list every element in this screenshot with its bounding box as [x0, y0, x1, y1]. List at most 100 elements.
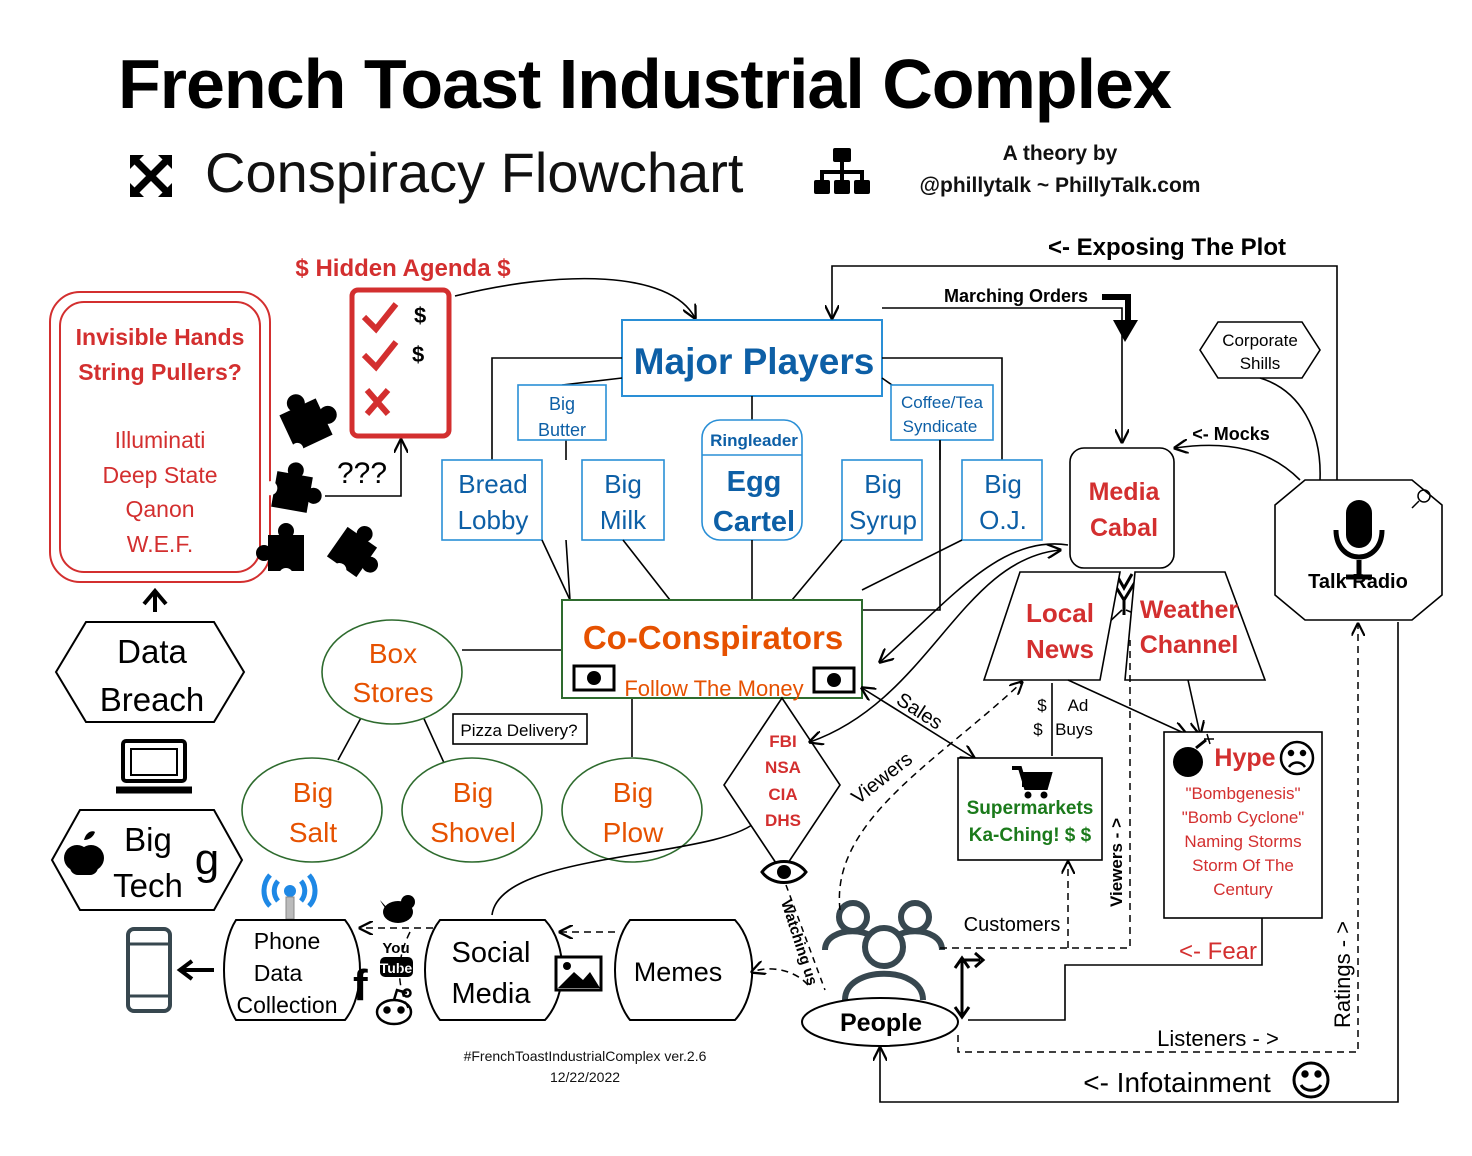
fear-label: <- Fear [1179, 938, 1257, 965]
twitter-icon [380, 895, 415, 923]
shopping-cart-icon [1012, 766, 1053, 799]
corporate-shills-label-1: Corporate [1222, 331, 1298, 350]
illuminati-label: Illuminati [115, 427, 206, 453]
social-media-label-1: Social [452, 937, 531, 969]
bracket-arrows [953, 951, 986, 1020]
bread-lobby-node [441, 459, 543, 541]
puzzle-to-agenda-arrow [325, 440, 401, 497]
byline-line-2: @phillytalk ~ PhillyTalk.com [919, 174, 1201, 197]
local-news-node [982, 571, 1121, 681]
ad-buys-dollar-2: $ [1033, 720, 1043, 739]
big-plow-label-2: Plow [603, 817, 664, 848]
hype-item-2: "Bomb Cyclone" [1182, 808, 1305, 827]
frown-icon [1279, 740, 1315, 776]
big-shovel-node [401, 757, 543, 863]
talk-radio-label: Talk Radio [1308, 571, 1408, 593]
major-players-label: Major Players [634, 341, 875, 382]
pizza-delivery-label: Pizza Delivery? [460, 721, 577, 740]
youtube-text-1: You [382, 940, 409, 957]
sales-label: Sales [892, 689, 946, 735]
viewers-label-2: Viewers - > [1107, 818, 1126, 907]
people-label: People [840, 1009, 922, 1037]
big-milk-node [581, 459, 665, 541]
hype-item-1: "Bombgenesis" [1185, 784, 1300, 803]
eye-icon [760, 860, 808, 884]
deep-state-label: Deep State [102, 462, 217, 488]
youtube-text-2: Tube [380, 960, 413, 976]
big-milk-label-2: Milk [600, 505, 647, 535]
phone-data-label-2: Data [254, 960, 303, 986]
ratings-label: Ratings - > [1330, 921, 1355, 1028]
supermarkets-label-2: Ka-Ching! $ $ [969, 825, 1092, 846]
weather-channel-label-2: Channel [1140, 631, 1239, 659]
media-cabal-node [1069, 447, 1175, 569]
viewers-to-weather-line [940, 640, 1131, 949]
people-node [801, 997, 959, 1047]
footer-date: 12/22/2022 [549, 1069, 621, 1085]
big-salt-node [241, 757, 383, 863]
big-oj-label-2: O.J. [979, 505, 1027, 535]
fear-line [968, 918, 1263, 1021]
ringleader-label: Ringleader [710, 431, 798, 450]
talk-radio-node [1274, 479, 1443, 621]
marching-orders-label: Marching Orders [944, 286, 1088, 306]
string-pullers-box [49, 291, 271, 583]
mocks-arrow [1175, 445, 1301, 481]
big-shovel-label-1: Big [453, 777, 493, 808]
memes-node [614, 919, 754, 1021]
coffee-tea-node [890, 384, 994, 441]
infotainment-arrow [880, 622, 1399, 1103]
microphone-icon [1333, 500, 1385, 580]
qanon-label: Qanon [125, 496, 194, 522]
hype-item-4: Storm Of The [1192, 856, 1294, 875]
antenna-icon [1102, 294, 1138, 342]
social-media-label-2: Media [452, 978, 532, 1010]
weather-to-hype-arrow [1187, 679, 1200, 734]
hype-item-3: Naming Storms [1184, 832, 1301, 851]
corporate-shills-label-2: Shills [1240, 354, 1281, 373]
ad-buys-label-2: Buys [1055, 720, 1093, 739]
hype-item-5: Century [1213, 880, 1273, 899]
youtube-icon: You Tube [380, 940, 413, 977]
big-tech-label-1: Big [124, 821, 172, 858]
data-breach-label-2: Breach [100, 681, 205, 718]
local-news-label-2: News [1026, 634, 1094, 664]
box-stores-node [321, 619, 463, 725]
viewers-label-1: Viewers [848, 748, 917, 809]
memes-label: Memes [634, 957, 723, 987]
byline: A theory by @phillytalk ~ PhillyTalk.com [905, 138, 1215, 202]
listeners-label: Listeners - > [1157, 1026, 1279, 1051]
ad-buys-label-1: Ad [1068, 696, 1089, 715]
agenda-to-major-arrow [454, 277, 695, 318]
phone-arrow [176, 959, 194, 981]
people-group-icon [822, 900, 945, 1001]
footer-hashtag: #FrenchToastIndustrialComplex ver.2.6 [463, 1048, 707, 1064]
follow-money-label: Follow The Money [624, 676, 803, 701]
laptop-icon [116, 739, 192, 794]
big-syrup-node [841, 459, 923, 541]
viewers-to-news-arrow [838, 682, 1022, 911]
big-oj-node [961, 459, 1043, 541]
weather-channel-node [1124, 571, 1267, 681]
google-logo-icon: g [195, 835, 219, 884]
cabal-agencies-arrow [810, 550, 1060, 742]
co-conspirators-label: Co-Conspirators [583, 619, 843, 656]
big-salt-label-2: Salt [289, 817, 337, 848]
cia-label: CIA [768, 785, 797, 804]
smile-icon [1292, 1061, 1330, 1099]
byline-line-1: A theory by [1002, 142, 1118, 165]
big-plow-label-1: Big [613, 777, 653, 808]
puzzle-pieces-icon [256, 394, 379, 582]
box-stores-label-1: Box [369, 638, 417, 669]
smartphone-icon [126, 927, 172, 1013]
phone-data-label-3: Collection [237, 992, 338, 1018]
image-icon [554, 955, 603, 992]
box-stores-label-2: Stores [353, 677, 434, 708]
people-to-memes-arrow [752, 969, 809, 986]
big-tech-node [50, 809, 244, 911]
hidden-agenda-label: $ Hidden Agenda $ [295, 255, 511, 282]
phone-data-label-1: Phone [254, 928, 321, 954]
customers-label: Customers [964, 914, 1061, 936]
reddit-icon [375, 988, 413, 1026]
